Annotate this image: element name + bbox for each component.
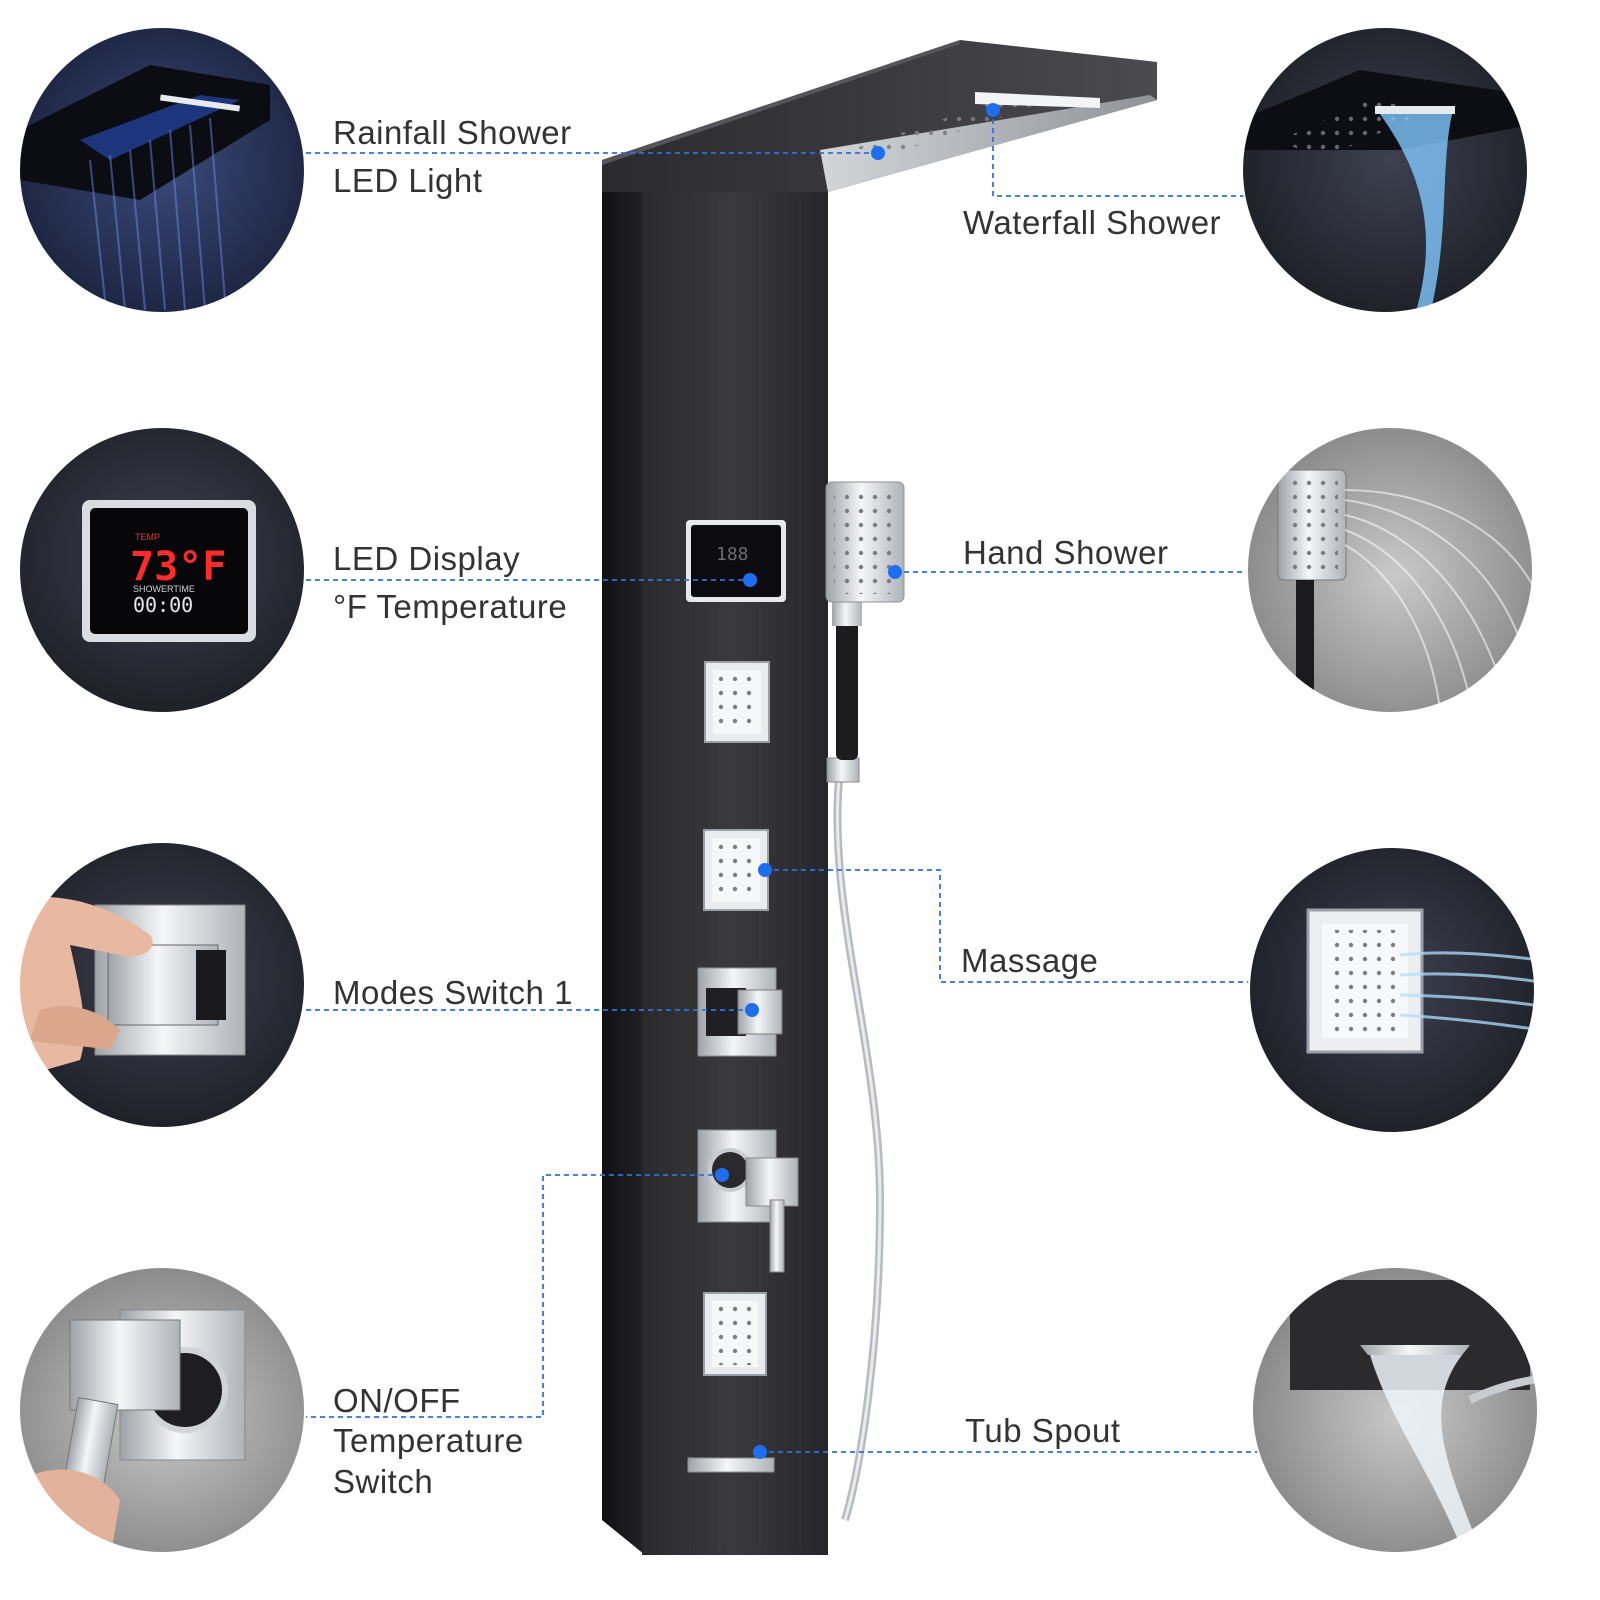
display-timer-label: SHOWERTIME	[133, 584, 195, 594]
label-led-display: LED Display	[333, 540, 521, 577]
thumb-tub-spout	[1252, 1267, 1538, 1553]
panel-tub-spout	[687, 1457, 775, 1473]
thumb-led-display	[19, 427, 305, 713]
display-temp-value: 73°F	[130, 544, 226, 590]
body-jet-3	[703, 1292, 767, 1376]
label-temperature-switch: Temperature Switch	[333, 1422, 524, 1501]
hand-shower	[825, 481, 905, 1522]
label-tub-spout: Tub Spout	[965, 1412, 1121, 1449]
label-temperature-unit: °F Temperature	[333, 588, 568, 625]
body-jet-2	[703, 829, 769, 911]
label-modes-switch: Modes Switch 1	[333, 974, 573, 1011]
display-temp-header: TEMP	[135, 532, 160, 542]
thumb-modes-switch	[19, 842, 305, 1128]
panel-led-display: 188	[686, 520, 786, 602]
label-massage: Massage	[961, 942, 1099, 979]
leader-lines	[306, 103, 1265, 1459]
panel-mode-switch	[697, 967, 783, 1057]
thumb-hand-shower	[1247, 427, 1533, 713]
label-hand-shower: Hand Shower	[963, 534, 1169, 571]
thumb-rainfall-led	[19, 27, 305, 313]
label-led-light: LED Light	[333, 162, 483, 199]
label-onoff: ON/OFF	[333, 1382, 461, 1419]
thumb-waterfall	[1242, 27, 1528, 313]
body-jet-1	[704, 661, 770, 743]
display-timer-value: 00:00	[133, 593, 193, 617]
thumb-onoff-lever	[19, 1267, 305, 1553]
thumb-massage-jet	[1249, 847, 1535, 1133]
label-rainfall-shower: Rainfall Shower	[333, 114, 572, 151]
svg-text:188: 188	[716, 544, 749, 565]
rain-head	[602, 40, 1157, 192]
label-waterfall-shower: Waterfall Shower	[963, 204, 1222, 241]
